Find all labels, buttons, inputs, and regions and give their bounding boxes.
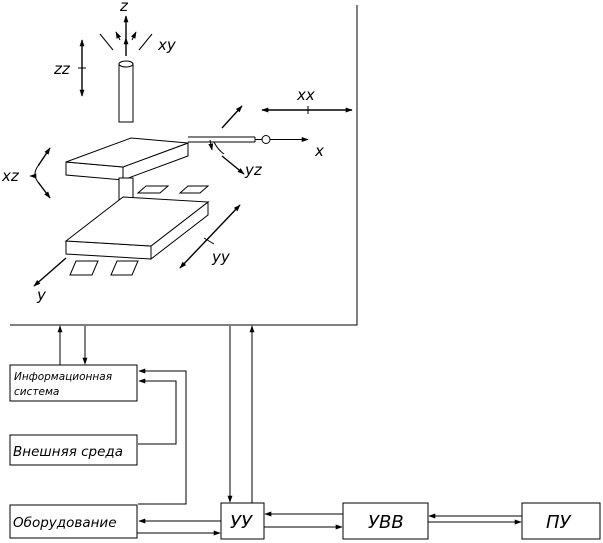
uu-label: УУ bbox=[230, 512, 253, 533]
env-label: Внешняя среда bbox=[13, 444, 123, 460]
equip-label: Оборудование bbox=[13, 515, 117, 531]
label-yy: yy bbox=[211, 248, 231, 266]
equip-to-info-path bbox=[138, 368, 187, 505]
yy-arrow bbox=[179, 204, 241, 269]
uvv-block bbox=[342, 502, 429, 540]
yz-rotation-arrows bbox=[213, 141, 225, 155]
env-to-info-path bbox=[138, 378, 177, 445]
label-y: y bbox=[36, 286, 47, 304]
rails bbox=[69, 185, 210, 276]
info-system-block bbox=[9, 364, 138, 402]
info-system-label-line2: система bbox=[14, 386, 59, 398]
xz-rotation-arrows bbox=[34, 165, 39, 183]
env-block bbox=[9, 434, 138, 466]
y-axis-arrow bbox=[33, 257, 67, 287]
xy-rotation-arrows bbox=[99, 34, 153, 52]
upper-column bbox=[118, 63, 134, 123]
label-zz: zz bbox=[53, 60, 71, 78]
label-yz: yz bbox=[244, 161, 263, 179]
top-plate bbox=[65, 137, 189, 181]
block-diagram: Информационная система Внешняя среда Обо… bbox=[9, 325, 601, 540]
label-x: x bbox=[314, 142, 324, 160]
label-xz: xz bbox=[1, 167, 20, 185]
pu-label: ПУ bbox=[546, 512, 572, 533]
workspace-frame bbox=[10, 5, 358, 326]
x-arm bbox=[188, 135, 309, 144]
manipulator-drawing: z xy zz xx x xz yz yy y bbox=[1, 0, 353, 304]
upper-column-top bbox=[118, 60, 134, 68]
label-xx: xx bbox=[296, 86, 315, 104]
uvv-label: УВВ bbox=[368, 512, 404, 533]
label-xy: xy bbox=[157, 36, 177, 54]
info-system-label-line1: Информационная bbox=[14, 371, 112, 383]
bottom-plate bbox=[64, 196, 210, 261]
pu-block bbox=[521, 502, 601, 540]
equip-block bbox=[9, 504, 138, 539]
label-z: z bbox=[119, 0, 129, 15]
